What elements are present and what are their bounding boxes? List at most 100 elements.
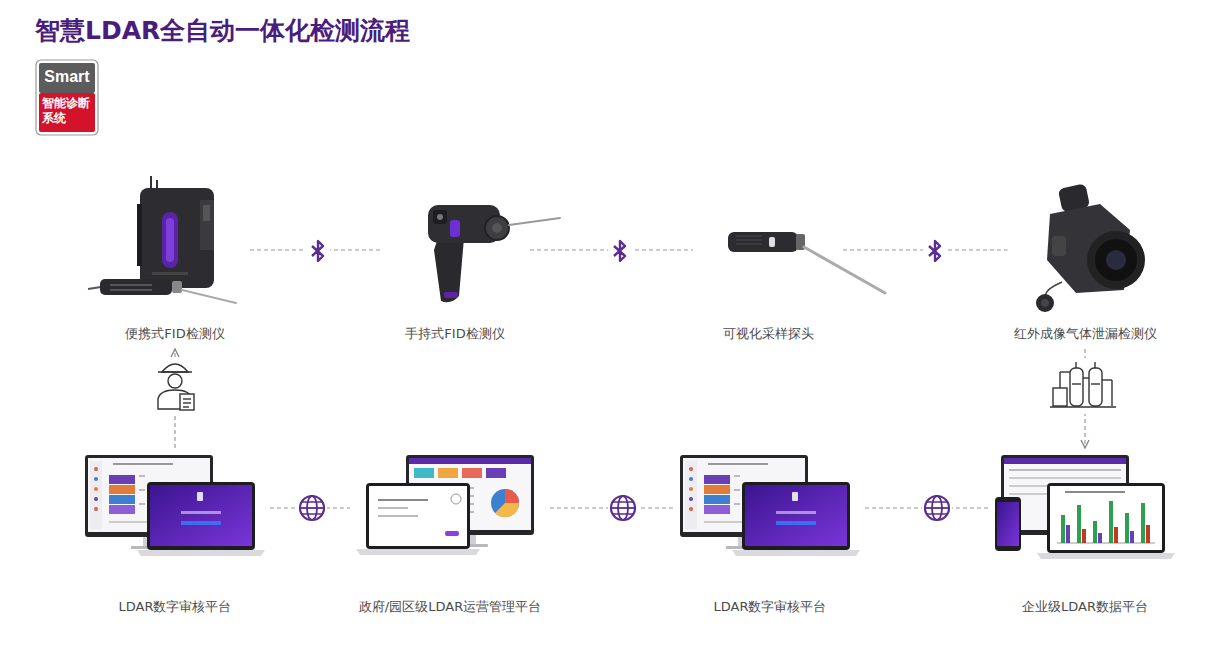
bluetooth-icon [608,237,632,265]
worker-icon [183,402,191,403]
government-platform-figure [378,499,428,501]
sampling-probe-figure [736,236,762,237]
infrared-camera-figure [1106,250,1126,270]
enterprise-platform-figure [1057,543,1155,544]
globe-icon [608,493,638,523]
handheld-fid-figure [437,214,443,220]
enterprise-platform-figure [1077,505,1081,543]
globe-icon [613,501,633,503]
enterprise-platform-figure [995,455,1175,559]
government-platform-figure [445,531,459,536]
node-caption: 可视化采样探头 [693,325,843,343]
node-caption: 红外成像气体泄漏检测仪 [1008,325,1163,343]
government-platform-figure [356,549,480,555]
worker-icon [158,371,192,372]
sampling-probe-figure [736,240,762,241]
enterprise-platform-figure [1141,503,1145,543]
platform-node: 企业级LDAR数据平台 [990,448,1180,622]
bluetooth-icon [608,237,632,265]
globe-icon [927,513,947,515]
infrared-camera-figure [1052,236,1066,256]
smart-badge [39,63,95,93]
globe-icon [297,493,327,523]
government-platform-figure [369,486,467,546]
audit-platform-figure [85,455,265,556]
government-platform-figure [495,503,519,517]
portable-fid-figure [100,279,172,295]
government-platform-figure [438,468,458,478]
audit-platform-figure [680,455,860,556]
government-platform-figure [378,507,408,509]
handheld-fid-figure [450,220,460,237]
globe-icon [927,501,947,503]
worker-icon [183,406,189,407]
infrared-camera-figure [1036,183,1145,312]
handheld-fid-figure [428,205,560,302]
sampling-probe-figure [728,232,798,252]
infrared-camera-figure [1041,299,1049,307]
factory-icon [1111,380,1112,406]
enterprise-platform-figure [1037,553,1175,559]
bluetooth-icon [923,237,947,265]
infrared-camera-figure [1046,282,1062,296]
enterprise-platform-figure [1004,458,1126,464]
enterprise-platform-figure [1146,525,1150,543]
worker-icon [150,358,200,414]
factory-icon [1060,371,1070,372]
enterprise-platform-figure [1061,515,1065,543]
badge-title: Smart [39,66,95,88]
enterprise-platform-figure [1047,483,1165,553]
government-platform-figure [505,489,519,503]
enterprise-platform-figure [1050,486,1162,550]
portable-fid-figure [166,218,174,262]
factory-icon [1083,377,1089,378]
dashed-connector [270,507,350,508]
portable-fid-figure [150,176,152,190]
portable-fid-figure [152,272,188,275]
factory-icon [1091,383,1100,384]
factory-icon [1059,372,1060,388]
sampling-probe-figure [728,232,885,293]
enterprise-platform-figure [1065,491,1125,493]
enterprise-platform-figure [1109,501,1113,543]
sampling-probe-figure [804,247,885,293]
node-caption: 手持式FID检测仪 [380,325,530,343]
bluetooth-icon [312,241,323,261]
globe-icon [302,513,322,515]
device-node: 手持式FID检测仪 [380,175,530,349]
globe-icon [925,507,949,509]
enterprise-platform-figure [1009,477,1121,479]
government-platform-figure [486,468,506,478]
portable-fid-figure [137,204,142,266]
enterprise-platform-figure [1098,533,1102,543]
smart-badge [39,93,95,132]
factory-icon [1102,379,1112,380]
node-caption: 政府/园区级LDAR运营管理平台 [350,598,550,616]
badge-subtitle: 智能诊断系统 [39,96,95,126]
enterprise-platform-figure [1009,469,1121,471]
government-platform-figure [451,494,461,504]
worker-icon [162,364,188,372]
handheld-fid-figure [434,238,464,302]
factory-icon [1072,383,1081,384]
node-caption: LDAR数字审核平台 [80,598,270,616]
portable-fid-figure [162,212,178,268]
worker-icon [150,358,200,414]
handheld-fid-figure [485,216,509,240]
government-platform-figure [462,468,482,478]
bluetooth-icon [929,241,940,261]
portable-fid-figure [110,284,152,286]
worker-icon [183,398,191,399]
node-caption: 企业级LDAR数据平台 [990,598,1180,616]
enterprise-platform-figure [997,502,1019,546]
dashed-connector [865,507,990,508]
enterprise-platform-figure [1114,527,1118,543]
government-platform-figure [414,468,434,478]
handheld-fid-figure [492,223,502,233]
portable-fid-figure [203,205,210,221]
enterprise-platform-figure [1066,525,1070,543]
globe-icon [922,493,952,523]
factory-icon [1075,362,1076,368]
portable-fid-figure [88,176,236,303]
